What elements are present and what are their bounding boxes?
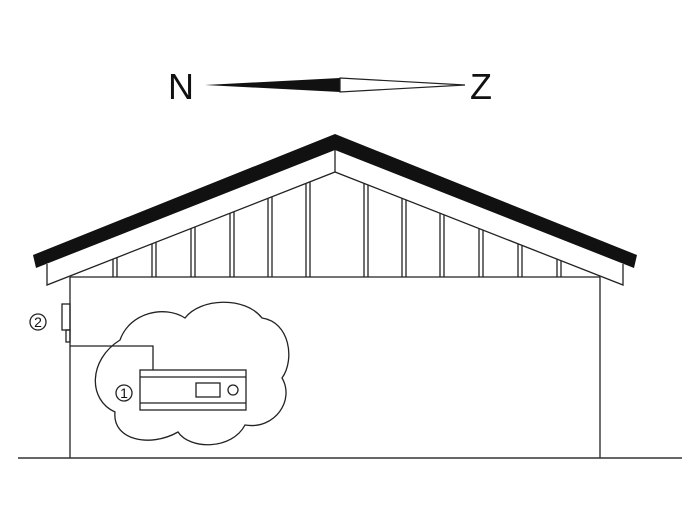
- callout-2-circle: [29, 313, 47, 331]
- callout-1-circle: [115, 384, 133, 402]
- compass-z-label: Z: [470, 66, 492, 107]
- compass-needle-dark: [205, 78, 340, 92]
- compass: N Z: [168, 66, 492, 107]
- detail-cloud: [94, 301, 290, 446]
- compass-needle-light: [339, 77, 466, 93]
- roof: [33, 134, 637, 286]
- wall: [18, 277, 682, 459]
- controller-knob: [227, 384, 239, 396]
- outdoor-sensor: 2: [29, 303, 71, 343]
- controller-display: [195, 382, 221, 398]
- callout-2-label: 2: [34, 314, 42, 330]
- sensor-wire: [70, 345, 154, 370]
- gable-boards: [112, 181, 562, 277]
- compass-north-label: N: [168, 66, 194, 107]
- controller-unit: 1: [115, 369, 247, 411]
- callout-1-label: 1: [120, 385, 128, 401]
